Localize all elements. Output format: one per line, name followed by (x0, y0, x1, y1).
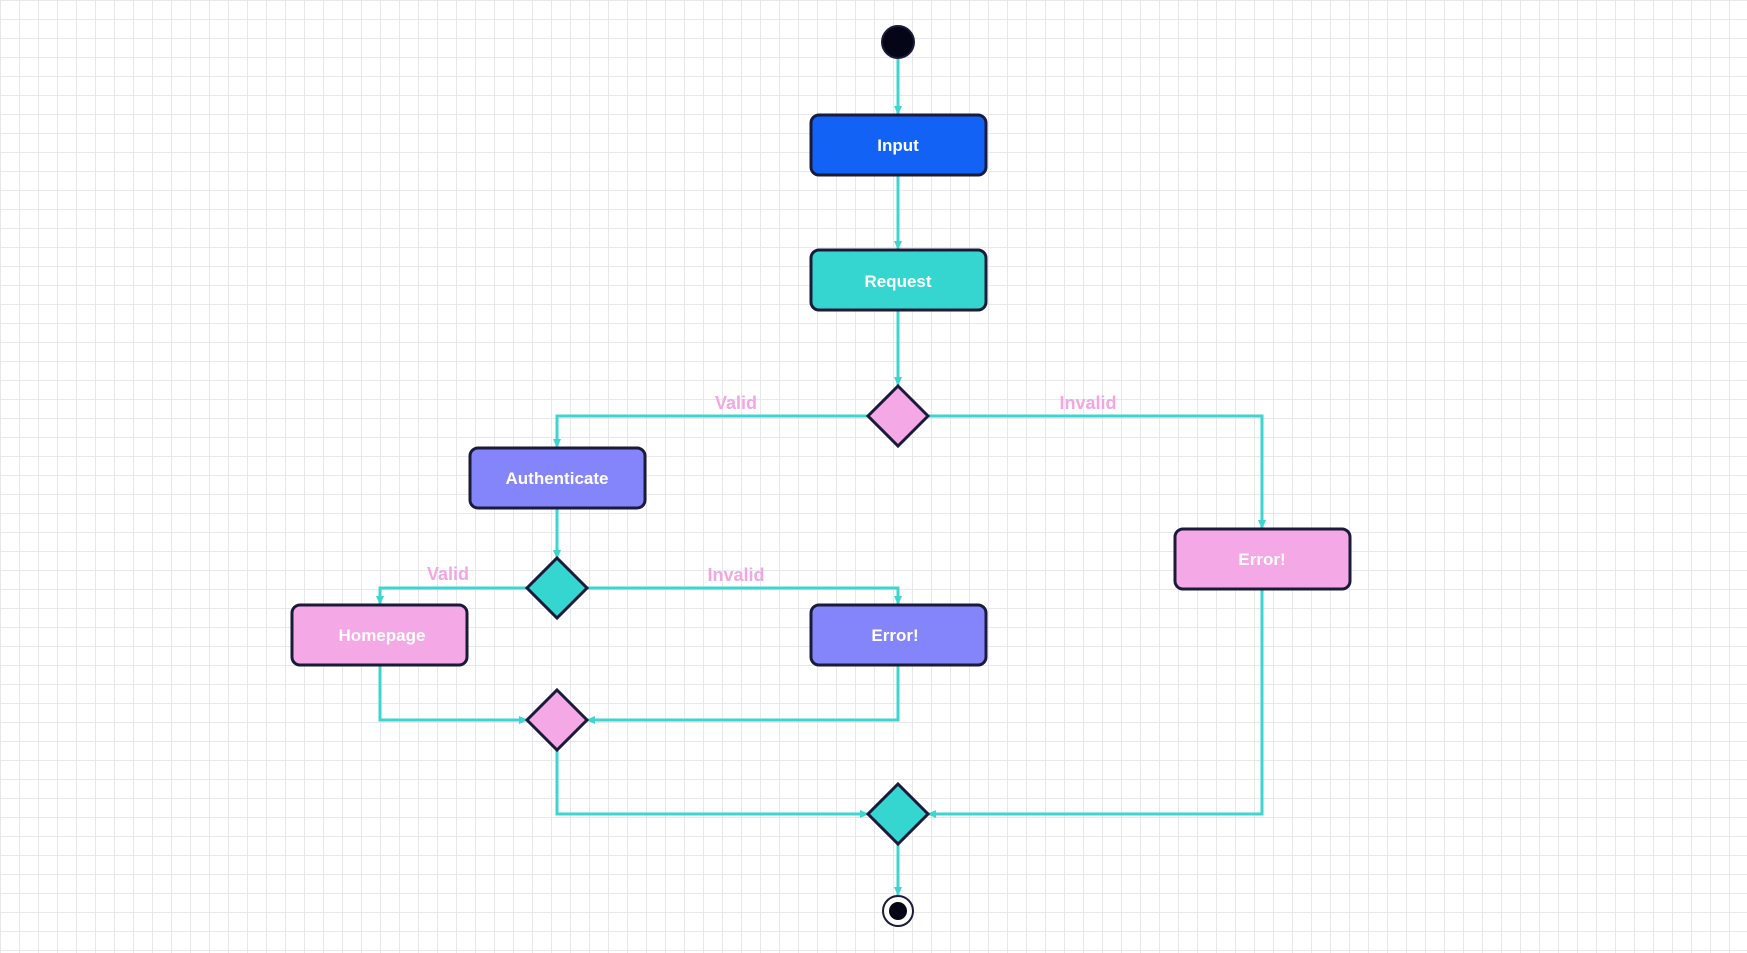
decision-node-auth[interactable] (524, 555, 590, 621)
merge-node-final[interactable] (865, 781, 931, 847)
action-label-authenticate: Authenticate (506, 469, 609, 488)
edge-error-auth-to-merge (586, 665, 900, 724)
edge-decision-to-error-auth (587, 586, 902, 605)
action-label-homepage: Homepage (339, 626, 426, 645)
edge-decision-to-error-request (928, 414, 1266, 529)
action-label-request: Request (864, 272, 931, 291)
start-node[interactable] (881, 25, 915, 59)
end-node[interactable] (882, 895, 914, 927)
action-node-homepage[interactable]: Homepage (290, 603, 469, 667)
edge-decision-to-homepage (376, 586, 527, 605)
edge-label-invalid-request: Invalid (1059, 393, 1116, 413)
merge-node-auth[interactable] (524, 687, 590, 753)
edge-label-valid-auth: Valid (427, 564, 469, 584)
action-label-input: Input (877, 136, 919, 155)
edge-homepage-to-merge (378, 665, 528, 724)
edge-error-request-to-final-merge (927, 589, 1264, 818)
edge-decision-to-authenticate (553, 414, 868, 448)
action-node-input[interactable]: Input (809, 113, 988, 177)
action-node-error-request[interactable]: Error! (1173, 527, 1352, 591)
action-node-error-auth[interactable]: Error! (809, 603, 988, 667)
action-label-error-auth: Error! (871, 626, 918, 645)
action-node-request[interactable]: Request (809, 248, 988, 312)
action-node-authenticate[interactable]: Authenticate (468, 446, 647, 510)
edge-label-valid-request: Valid (715, 393, 757, 413)
decision-node-request[interactable] (865, 383, 931, 449)
action-label-error-request: Error! (1238, 550, 1285, 569)
edge-merge-to-final-merge (555, 750, 869, 818)
edge-label-invalid-auth: Invalid (707, 565, 764, 585)
